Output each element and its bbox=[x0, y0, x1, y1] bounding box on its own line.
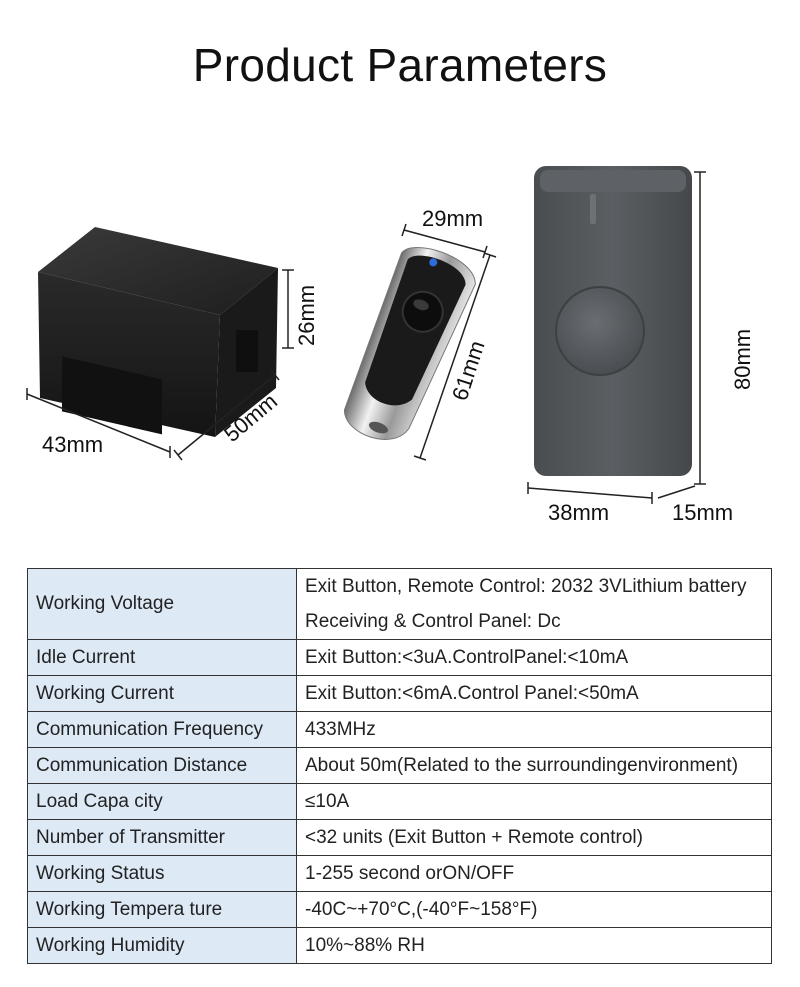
page-title: Product Parameters bbox=[192, 39, 608, 91]
parameter-value-line: 433MHz bbox=[305, 719, 376, 740]
parameter-value: -40C~+70°C,(-40°F~158°F) bbox=[296, 891, 772, 928]
parameter-label: Idle Current bbox=[27, 639, 297, 676]
parameter-value-line: About 50m(Related to the surroundingenvi… bbox=[305, 755, 739, 776]
parameter-value-line: -40C~+70°C,(-40°F~158°F) bbox=[305, 899, 538, 920]
remote-length-label: 61mm bbox=[447, 338, 490, 404]
parameter-value-line: <32 units (Exit Button + Remote control) bbox=[305, 827, 643, 848]
parameter-label: Working Voltage bbox=[27, 568, 297, 640]
parameter-label: Load Capa city bbox=[27, 783, 297, 820]
parameter-value-line: ≤10A bbox=[305, 791, 350, 812]
parameter-row: Working Tempera ture -40C~+70°C,(-40°F~15… bbox=[27, 891, 772, 928]
parameter-label: Working Tempera ture bbox=[27, 891, 297, 928]
parameter-row: Communication Distance About 50m(Related … bbox=[27, 747, 772, 784]
parameter-row: Communication Frequency 433MHz bbox=[27, 711, 772, 748]
exit-button-box bbox=[534, 166, 692, 476]
parameter-label: Working Humidity bbox=[27, 927, 297, 964]
parameter-value: 10%~88% RH bbox=[296, 927, 772, 964]
parameter-row: Idle Current Exit Button:<3uA.ControlPane… bbox=[27, 639, 772, 676]
receiver-height-label: 26mm bbox=[294, 285, 319, 346]
button-width-label: 38mm bbox=[548, 500, 609, 525]
remote-width-label: 29mm bbox=[422, 206, 483, 231]
parameter-label: Communication Distance bbox=[27, 747, 297, 784]
parameter-label: Working Status bbox=[27, 855, 297, 892]
parameter-value: ≤10A bbox=[296, 783, 772, 820]
parameter-value: Exit Button, Remote Control: 2032 3VLith… bbox=[296, 568, 772, 640]
parameter-value-line: 1-255 second orON/OFF bbox=[305, 863, 515, 884]
button-depth-label: 15mm bbox=[672, 500, 733, 525]
parameter-label: Working Current bbox=[27, 675, 297, 712]
parameter-value-line: Exit Button:<3uA.ControlPanel:<10mA bbox=[305, 647, 629, 668]
parameter-value: 1-255 second orON/OFF bbox=[296, 855, 772, 892]
remote-control bbox=[343, 247, 476, 440]
parameter-value-line: 10%~88% RH bbox=[305, 935, 425, 956]
parameter-value-line: Receiving & Control Panel: Dc bbox=[305, 611, 561, 632]
parameter-label: Number of Transmitter bbox=[27, 819, 297, 856]
parameter-row: Number of Transmitter <32 units (Exit But… bbox=[27, 819, 772, 856]
receiver-box bbox=[38, 227, 278, 437]
parameter-value: 433MHz bbox=[296, 711, 772, 748]
parameter-row: Working Humidity 10%~88% RH bbox=[27, 927, 772, 964]
button-height-label: 80mm bbox=[730, 329, 755, 390]
parameter-label: Communication Frequency bbox=[27, 711, 297, 748]
parameters-table: Working Voltage Exit Button, Remote Contr… bbox=[27, 568, 772, 964]
parameter-row: Working Voltage Exit Button, Remote Contr… bbox=[27, 568, 772, 640]
receiver-width-label: 43mm bbox=[42, 432, 103, 457]
parameter-value: <32 units (Exit Button + Remote control) bbox=[296, 819, 772, 856]
parameter-value-line: Exit Button, Remote Control: 2032 3VLith… bbox=[305, 576, 747, 597]
product-dimensions-illustration: 26mm 50mm 43mm 29mm 61mm 80mm 38mm 15mm bbox=[26, 166, 755, 525]
parameter-value: About 50m(Related to the surroundingenvi… bbox=[296, 747, 772, 784]
parameter-value: Exit Button:<6mA.Control Panel:<50mA bbox=[296, 675, 772, 712]
parameter-row: Working Current Exit Button:<6mA.Control … bbox=[27, 675, 772, 712]
parameter-row: Working Status 1-255 second orON/OFF bbox=[27, 855, 772, 892]
parameter-value-line: Exit Button:<6mA.Control Panel:<50mA bbox=[305, 683, 639, 704]
parameter-row: Load Capa city ≤10A bbox=[27, 783, 772, 820]
parameter-value: Exit Button:<3uA.ControlPanel:<10mA bbox=[296, 639, 772, 676]
